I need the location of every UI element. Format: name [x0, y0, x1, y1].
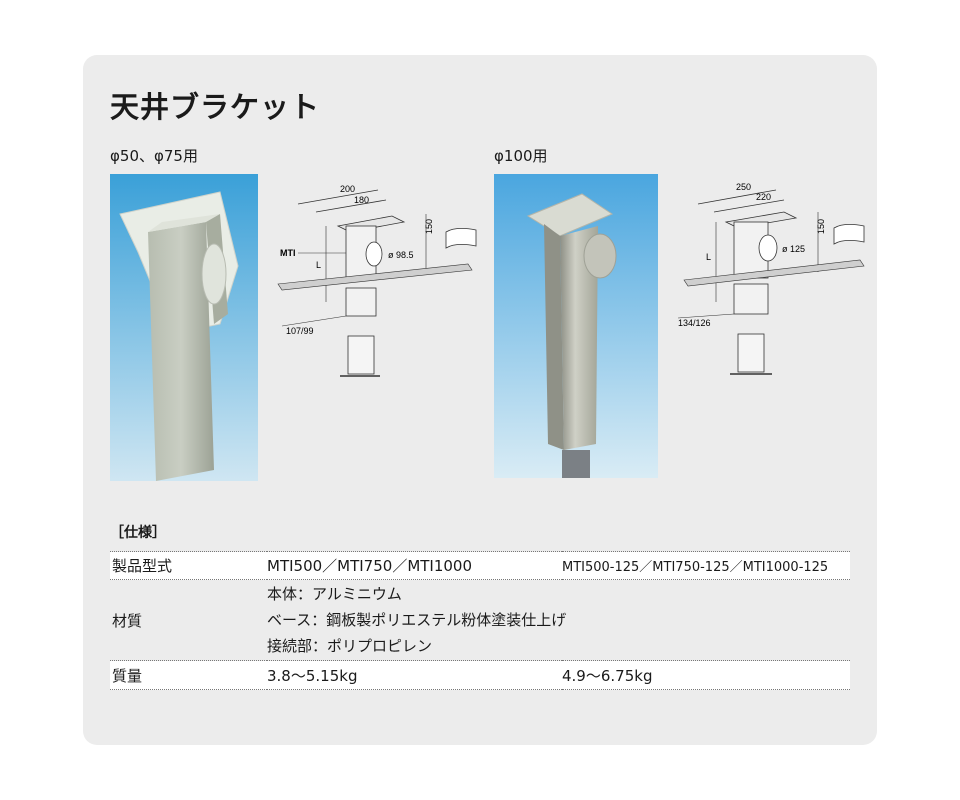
- material-values: 本体：アルミニウム ベース：鋼板製ポリエステル粉体塗装仕上げ 接続部：ポリプロピ…: [267, 579, 850, 661]
- spec-table: 製品型式 MTI500／MTI750／MTI1000 MTI500-125／MT…: [110, 551, 850, 690]
- spec-heading: ［仕様］: [110, 525, 166, 541]
- height-dim-label: 150: [816, 219, 826, 234]
- weight-a-value: 3.8〜5.15kg: [267, 660, 562, 690]
- pipe-dim-label: ø 125: [782, 244, 805, 254]
- product-photo-large: [494, 174, 658, 478]
- dim-top1-label: 200: [340, 184, 355, 194]
- l-label: L: [316, 260, 321, 270]
- right-caption: φ100用: [494, 147, 548, 165]
- material-line: ベース：鋼板製ポリエステル粉体塗装仕上げ: [267, 611, 567, 629]
- model-b-value: MTI500-125／MTI750-125／MTI1000-125: [562, 551, 850, 580]
- model-a-value: MTI500／MTI750／MTI1000: [267, 551, 562, 580]
- left-caption: φ50、φ75用: [110, 147, 198, 165]
- weight-label: 質量: [110, 660, 267, 690]
- pipe-dim-label: ø 98.5: [388, 250, 414, 260]
- dim-top2-label: 220: [756, 192, 771, 202]
- height-dim-label: 150: [424, 219, 434, 234]
- material-line: 本体：アルミニウム: [267, 585, 402, 603]
- mti-label: MTI: [280, 248, 296, 258]
- dim-top1-label: 250: [736, 182, 751, 192]
- dim-top2-label: 180: [354, 195, 369, 205]
- base-dim-label: 134/126: [678, 318, 711, 328]
- table-row: 質量 3.8〜5.15kg 4.9〜6.75kg: [110, 660, 850, 690]
- base-dim-label: 107/99: [286, 326, 314, 336]
- dim-line: [297, 189, 379, 205]
- page-title: 天井ブラケット: [110, 90, 321, 124]
- l-label: L: [706, 252, 711, 262]
- model-label: 製品型式: [110, 551, 267, 580]
- product-photo-small: [110, 174, 258, 481]
- technical-diagram-large: 250 220 L ø 125 150 134/126: [676, 176, 876, 396]
- technical-diagram-small: 200 180 MTI L ø 98.5 150 107/99: [268, 176, 488, 401]
- table-row: 製品型式 MTI500／MTI750／MTI1000 MTI500-125／MT…: [110, 551, 850, 580]
- table-row: 材質 本体：アルミニウム ベース：鋼板製ポリエステル粉体塗装仕上げ 接続部：ポリ…: [110, 579, 850, 661]
- weight-b-value: 4.9〜6.75kg: [562, 660, 850, 690]
- material-line: 接続部：ポリプロピレン: [267, 637, 433, 655]
- material-label: 材質: [110, 579, 267, 661]
